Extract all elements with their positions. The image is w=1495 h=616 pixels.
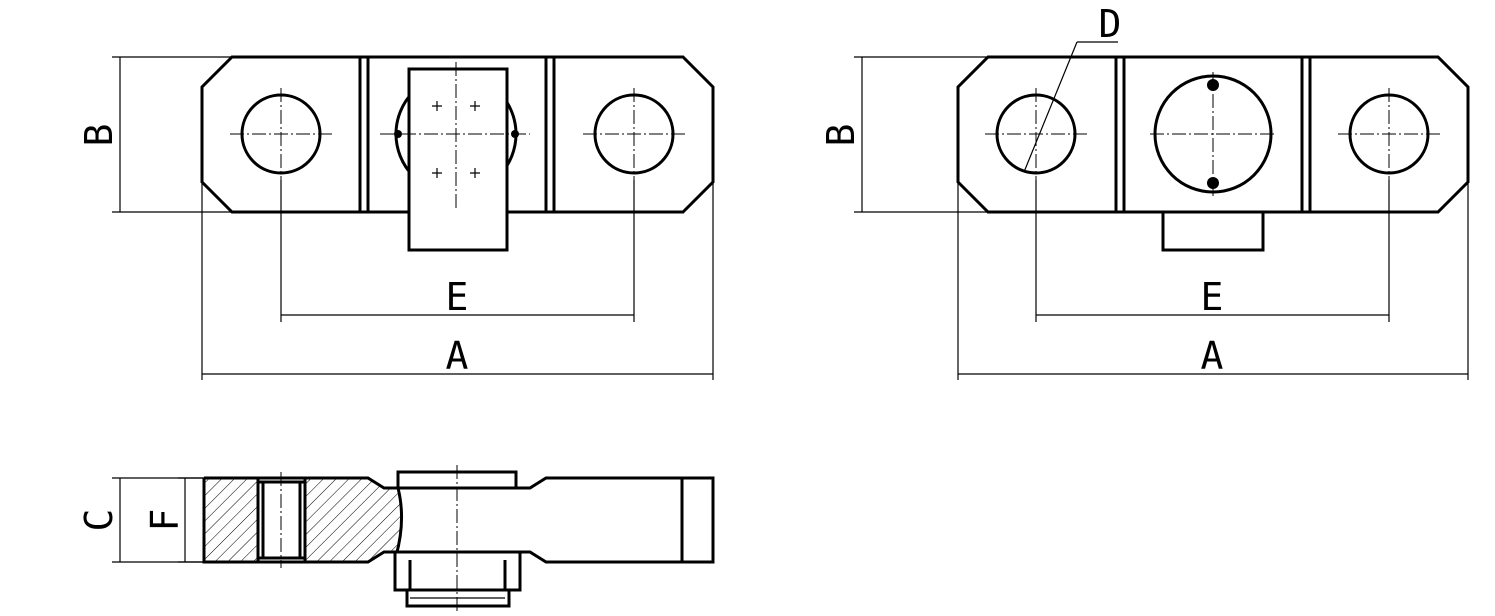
dimension-e xyxy=(1035,180,1390,322)
dimension-f xyxy=(178,477,204,563)
label-a: A xyxy=(1201,334,1224,378)
dimension-a xyxy=(957,182,1469,380)
dimension-d xyxy=(1023,41,1118,173)
dimension-b xyxy=(854,56,988,213)
dimension-e xyxy=(280,180,635,322)
break-line xyxy=(394,487,404,557)
section-outline xyxy=(202,476,398,564)
label-f: F xyxy=(143,509,187,532)
label-c: C xyxy=(77,509,121,532)
label-a: A xyxy=(446,334,469,378)
label-d: D xyxy=(1099,2,1122,46)
bottom-tab xyxy=(1161,210,1265,252)
hatched-section xyxy=(305,478,401,562)
front-view: B E A xyxy=(77,55,715,380)
rear-view: D B E A xyxy=(819,2,1470,380)
label-e: E xyxy=(446,275,469,319)
hatched-section xyxy=(204,478,258,562)
side-section-view: C F xyxy=(77,465,715,612)
right-arm-outline xyxy=(516,476,715,564)
label-e: E xyxy=(1201,275,1224,319)
dimension-a xyxy=(201,182,714,380)
front-view-body xyxy=(200,55,715,214)
dimension-b xyxy=(112,56,232,213)
rear-view-body xyxy=(956,55,1470,214)
label-b: B xyxy=(819,124,863,147)
center-block xyxy=(407,67,509,252)
bolt-marks xyxy=(432,101,480,178)
label-b: B xyxy=(77,124,121,147)
